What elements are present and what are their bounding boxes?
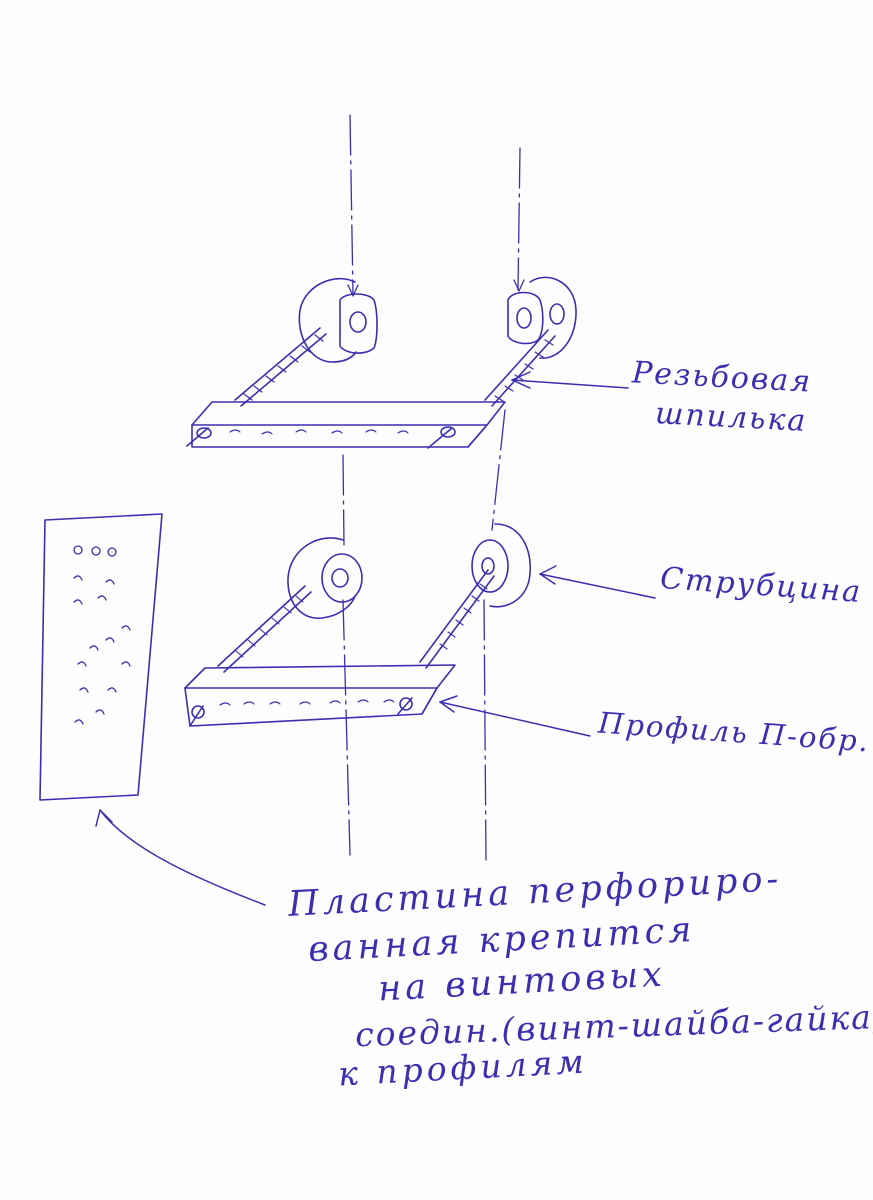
axis-arrowheads — [347, 279, 525, 297]
axis-line-right-bottom — [483, 599, 487, 861]
profile-beam-top — [186, 401, 506, 449]
top-assembly — [186, 276, 577, 449]
threaded-rods-top — [234, 327, 556, 407]
arrow-clamp — [539, 565, 656, 599]
axis-line-right-top — [517, 147, 521, 291]
plate-perforations — [73, 545, 131, 725]
clamp-bottom-left — [287, 537, 363, 619]
bottom-assembly — [184, 523, 531, 727]
axis-lines — [342, 114, 521, 861]
clamp-bottom-right — [471, 523, 531, 608]
arrow-thread-rod — [511, 371, 629, 389]
clamp-top-right — [507, 276, 577, 359]
axis-line-left-bottom — [342, 599, 351, 856]
axis-line-left-mid — [342, 454, 345, 546]
clamp-top-left — [298, 277, 378, 363]
arrow-plate — [95, 809, 266, 906]
axis-line-left-top — [349, 114, 354, 296]
rod-thread-marks-bottom — [235, 583, 488, 658]
axis-line-right-mid — [491, 409, 506, 531]
threaded-rods-bottom — [217, 569, 495, 673]
perforated-plate — [39, 513, 163, 801]
profile-beam-bottom — [184, 664, 456, 727]
leader-arrows — [95, 371, 656, 906]
arrow-profile — [439, 695, 591, 737]
rod-thread-marks-top — [243, 334, 554, 402]
